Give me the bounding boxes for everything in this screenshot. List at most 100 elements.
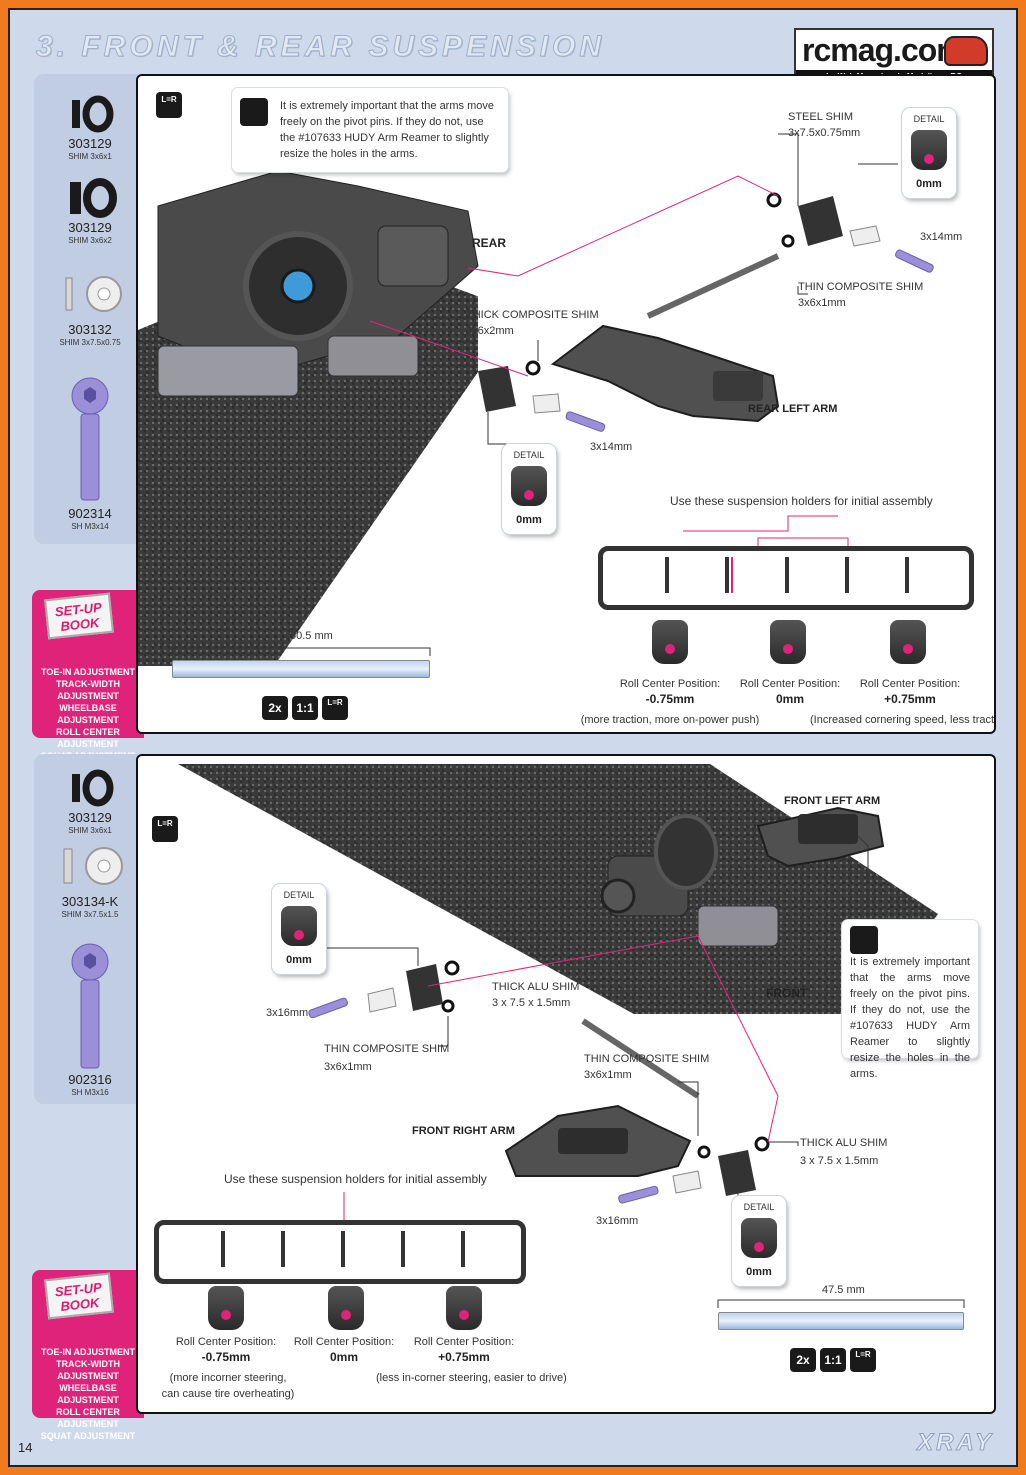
front-left-arm bbox=[756, 806, 885, 868]
front-holders-caption: Use these suspension holders for initial… bbox=[224, 1172, 487, 1186]
front-part-3: 902316 SH M3x16 bbox=[34, 940, 146, 1097]
rc-note-minus: (more traction, more on-power push) bbox=[580, 714, 760, 726]
detail-rear-top: DETAIL 0mm bbox=[902, 108, 956, 198]
leader-line bbox=[438, 1016, 449, 1047]
assembly-line bbox=[369, 320, 529, 377]
rear-holder-sprue bbox=[598, 546, 974, 610]
screw-label-1: 3x16mm bbox=[266, 1007, 309, 1019]
steel-shim-size: 3x7.5x0.75mm bbox=[788, 127, 861, 139]
rear-holder-top bbox=[766, 192, 934, 273]
rear-part-2: 303129 SHIM 3x6x2 bbox=[34, 178, 146, 258]
xray-logo: XRAY bbox=[917, 1429, 994, 1457]
thick-alu-shim-1: THICK ALU SHIM bbox=[492, 981, 580, 993]
rc-label: Roll Center Position: bbox=[619, 678, 721, 690]
holder-icon bbox=[741, 1218, 777, 1258]
rc-value: +0.75mm bbox=[884, 692, 936, 706]
pivot-pin bbox=[646, 253, 780, 319]
leader-line bbox=[487, 412, 508, 445]
front-assembly-drawing bbox=[287, 806, 885, 1228]
sprue-cell bbox=[731, 557, 789, 593]
sprue-cell bbox=[791, 557, 849, 593]
assembly-line bbox=[697, 935, 779, 1143]
washer-icon bbox=[63, 847, 123, 885]
setup-book-title: SET-UP BOOK bbox=[44, 592, 114, 640]
rear-suspension-panel: L=R It is extremely important that the a… bbox=[136, 74, 996, 734]
sprue-cell bbox=[911, 557, 969, 593]
shim-icon bbox=[72, 95, 114, 133]
front-holder-sprue bbox=[154, 1220, 526, 1284]
front-bulkhead bbox=[600, 814, 779, 947]
sprue-cell bbox=[167, 1231, 225, 1267]
scale-badge: 1:1 bbox=[292, 696, 318, 720]
assembly-line bbox=[467, 175, 779, 277]
part-desc: SHIM 3x6x1 bbox=[68, 152, 112, 161]
thin-composite-2: THIN COMPOSITE SHIM bbox=[584, 1053, 710, 1065]
holder-icon bbox=[911, 130, 947, 170]
detail-label: DETAIL bbox=[283, 890, 315, 900]
thin-composite-2-size: 3x6x1mm bbox=[584, 1069, 632, 1081]
part-desc: SHIM 3x7.5x0.75 bbox=[59, 338, 121, 347]
holder-icon bbox=[511, 466, 547, 506]
setup-item: ROLL CENTER ADJUSTMENT bbox=[56, 727, 120, 749]
rc-note-plus: (less in-corner steering, easier to driv… bbox=[376, 1372, 567, 1384]
part-desc: SH M3x14 bbox=[71, 522, 109, 531]
rear-assembly-drawing bbox=[157, 133, 934, 556]
leader-line bbox=[857, 835, 869, 946]
thick-alu-shim-1-size: 3 x 7.5 x 1.5mm bbox=[492, 997, 571, 1009]
setup-book-title: SET-UP BOOK bbox=[44, 1272, 114, 1320]
roll-center-minus: Roll Center Position: -0.75mm bbox=[610, 676, 730, 708]
page-number: 14 bbox=[18, 1440, 33, 1455]
sprue-cell bbox=[851, 557, 909, 593]
pivot-pin bbox=[581, 1018, 700, 1099]
detail-label: DETAIL bbox=[743, 1202, 775, 1212]
sprue-cell bbox=[467, 1231, 525, 1267]
setup-book-front[interactable]: SET-UP BOOK TOE-IN ADJUSTMENT TRACK-WIDT… bbox=[32, 1270, 144, 1441]
rc-note-minus: (more incorner steering, can cause tire … bbox=[161, 1372, 295, 1400]
front-label: FRONT bbox=[766, 986, 808, 1000]
leader-line bbox=[778, 133, 799, 206]
leader-line bbox=[316, 947, 419, 966]
thick-composite-label: THICK COMPOSITE SHIM bbox=[466, 309, 599, 321]
rear-left-arm-label: REAR LEFT ARM bbox=[748, 403, 838, 415]
part-code: 303134-K bbox=[61, 894, 119, 909]
setup-book-items: TOE-IN ADJUSTMENT TRACK-WIDTH ADJUSTMENT… bbox=[32, 1346, 144, 1442]
roll-center-plus: Roll Center Position: +0.75mm bbox=[404, 1334, 524, 1366]
detail-front-bottom: DETAIL 0mm bbox=[732, 1196, 786, 1286]
detail-label: DETAIL bbox=[513, 450, 545, 460]
lr-badge: L=R bbox=[322, 696, 348, 720]
front-right-arm bbox=[504, 1104, 692, 1177]
assembly-line bbox=[427, 935, 699, 987]
setup-item: WHEELBASE ADJUSTMENT bbox=[57, 1383, 119, 1405]
front-quantity-badges: 2x 1:1 L=R bbox=[790, 1348, 876, 1372]
front-holder-bottom bbox=[618, 1136, 770, 1204]
shim-icon bbox=[70, 178, 117, 218]
rc-value: -0.75mm bbox=[645, 692, 695, 706]
reamer-note: It is extremely important that the arms … bbox=[232, 88, 508, 172]
screw-icon bbox=[71, 377, 109, 501]
holder-icon bbox=[281, 906, 317, 946]
rod-length-label: 47.5 mm bbox=[822, 1284, 865, 1296]
car-icon bbox=[944, 36, 988, 66]
rod-length-label: 50.5 mm bbox=[290, 630, 333, 642]
reamer-note-text: It is extremely important that the arms … bbox=[850, 956, 970, 1080]
front-part-1: 303129 SHIM 3x6x1 bbox=[34, 768, 146, 848]
screw-top-label: 3x14mm bbox=[920, 231, 963, 243]
sprue-cell bbox=[407, 1231, 465, 1267]
rc-label: Roll Center Position: bbox=[413, 1336, 515, 1348]
part-code: 902316 bbox=[68, 1072, 112, 1087]
reamer-note-text: It is extremely important that the arms … bbox=[280, 100, 494, 160]
leader-line bbox=[768, 1141, 799, 1146]
thin-composite-label: THIN COMPOSITE SHIM bbox=[798, 281, 924, 293]
thick-composite-size: 3x6x2mm bbox=[466, 325, 514, 337]
front-right-arm-label: FRONT RIGHT ARM bbox=[412, 1125, 515, 1137]
washer-icon bbox=[65, 276, 122, 312]
rc-label: Roll Center Position: bbox=[293, 1336, 395, 1348]
setup-item: ROLL CENTER ADJUSTMENT bbox=[56, 1407, 120, 1429]
pivot-pin-1to1 bbox=[172, 660, 430, 678]
screw-label-2: 3x16mm bbox=[596, 1215, 639, 1227]
setup-item: TRACK-WIDTH ADJUSTMENT bbox=[56, 679, 120, 701]
setup-book-rear[interactable]: SET-UP BOOK TOE-IN ADJUSTMENT TRACK-WIDT… bbox=[32, 590, 144, 761]
leader-line bbox=[797, 286, 808, 295]
screw-icon bbox=[71, 943, 109, 1069]
part-code: 303129 bbox=[68, 810, 112, 825]
